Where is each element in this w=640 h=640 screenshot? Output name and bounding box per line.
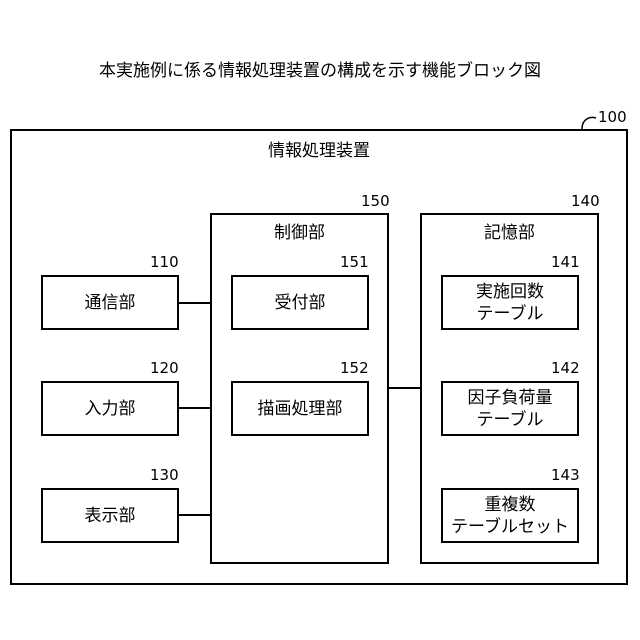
- communication-ref: 110: [150, 253, 179, 271]
- connector-display: [178, 514, 212, 516]
- storage-unit-label: 記憶部: [420, 218, 599, 243]
- input-unit-label: 入力部: [85, 398, 136, 420]
- apparatus-label: 情報処理装置: [10, 136, 628, 161]
- display-unit: 表示部: [41, 488, 179, 543]
- display-ref: 130: [150, 466, 179, 484]
- control-ref: 150: [361, 192, 390, 210]
- execution-count-table-line2: テーブル: [477, 303, 544, 325]
- reception-ref: 151: [340, 253, 369, 271]
- factor-loading-table-ref: 142: [551, 359, 580, 377]
- connector-communication: [178, 302, 212, 304]
- overlap-count-table-set-line1: 重複数: [485, 494, 536, 516]
- reception-unit-label: 受付部: [275, 292, 326, 314]
- execution-count-table-ref: 141: [551, 253, 580, 271]
- factor-loading-table-line2: テーブル: [477, 409, 544, 431]
- leader-100: [582, 117, 596, 129]
- overlap-count-table-set-line2: テーブルセット: [451, 516, 569, 538]
- display-unit-label: 表示部: [85, 505, 136, 527]
- factor-loading-table: 因子負荷量 テーブル: [441, 381, 579, 436]
- apparatus-ref: 100: [598, 108, 627, 126]
- communication-unit: 通信部: [41, 275, 179, 330]
- control-unit-label: 制御部: [210, 218, 389, 243]
- drawing-processing-unit-label: 描画処理部: [258, 398, 343, 420]
- execution-count-table: 実施回数 テーブル: [441, 275, 579, 330]
- overlap-count-table-set: 重複数 テーブルセット: [441, 488, 579, 543]
- execution-count-table-line1: 実施回数: [476, 281, 544, 303]
- drawing-ref: 152: [340, 359, 369, 377]
- connector-control-storage: [388, 387, 422, 389]
- factor-loading-table-line1: 因子負荷量: [468, 387, 553, 409]
- storage-ref: 140: [571, 192, 600, 210]
- overlap-count-table-set-ref: 143: [551, 466, 580, 484]
- drawing-processing-unit: 描画処理部: [231, 381, 369, 436]
- communication-unit-label: 通信部: [85, 292, 136, 314]
- input-unit: 入力部: [41, 381, 179, 436]
- connector-input: [178, 407, 212, 409]
- input-ref: 120: [150, 359, 179, 377]
- reception-unit: 受付部: [231, 275, 369, 330]
